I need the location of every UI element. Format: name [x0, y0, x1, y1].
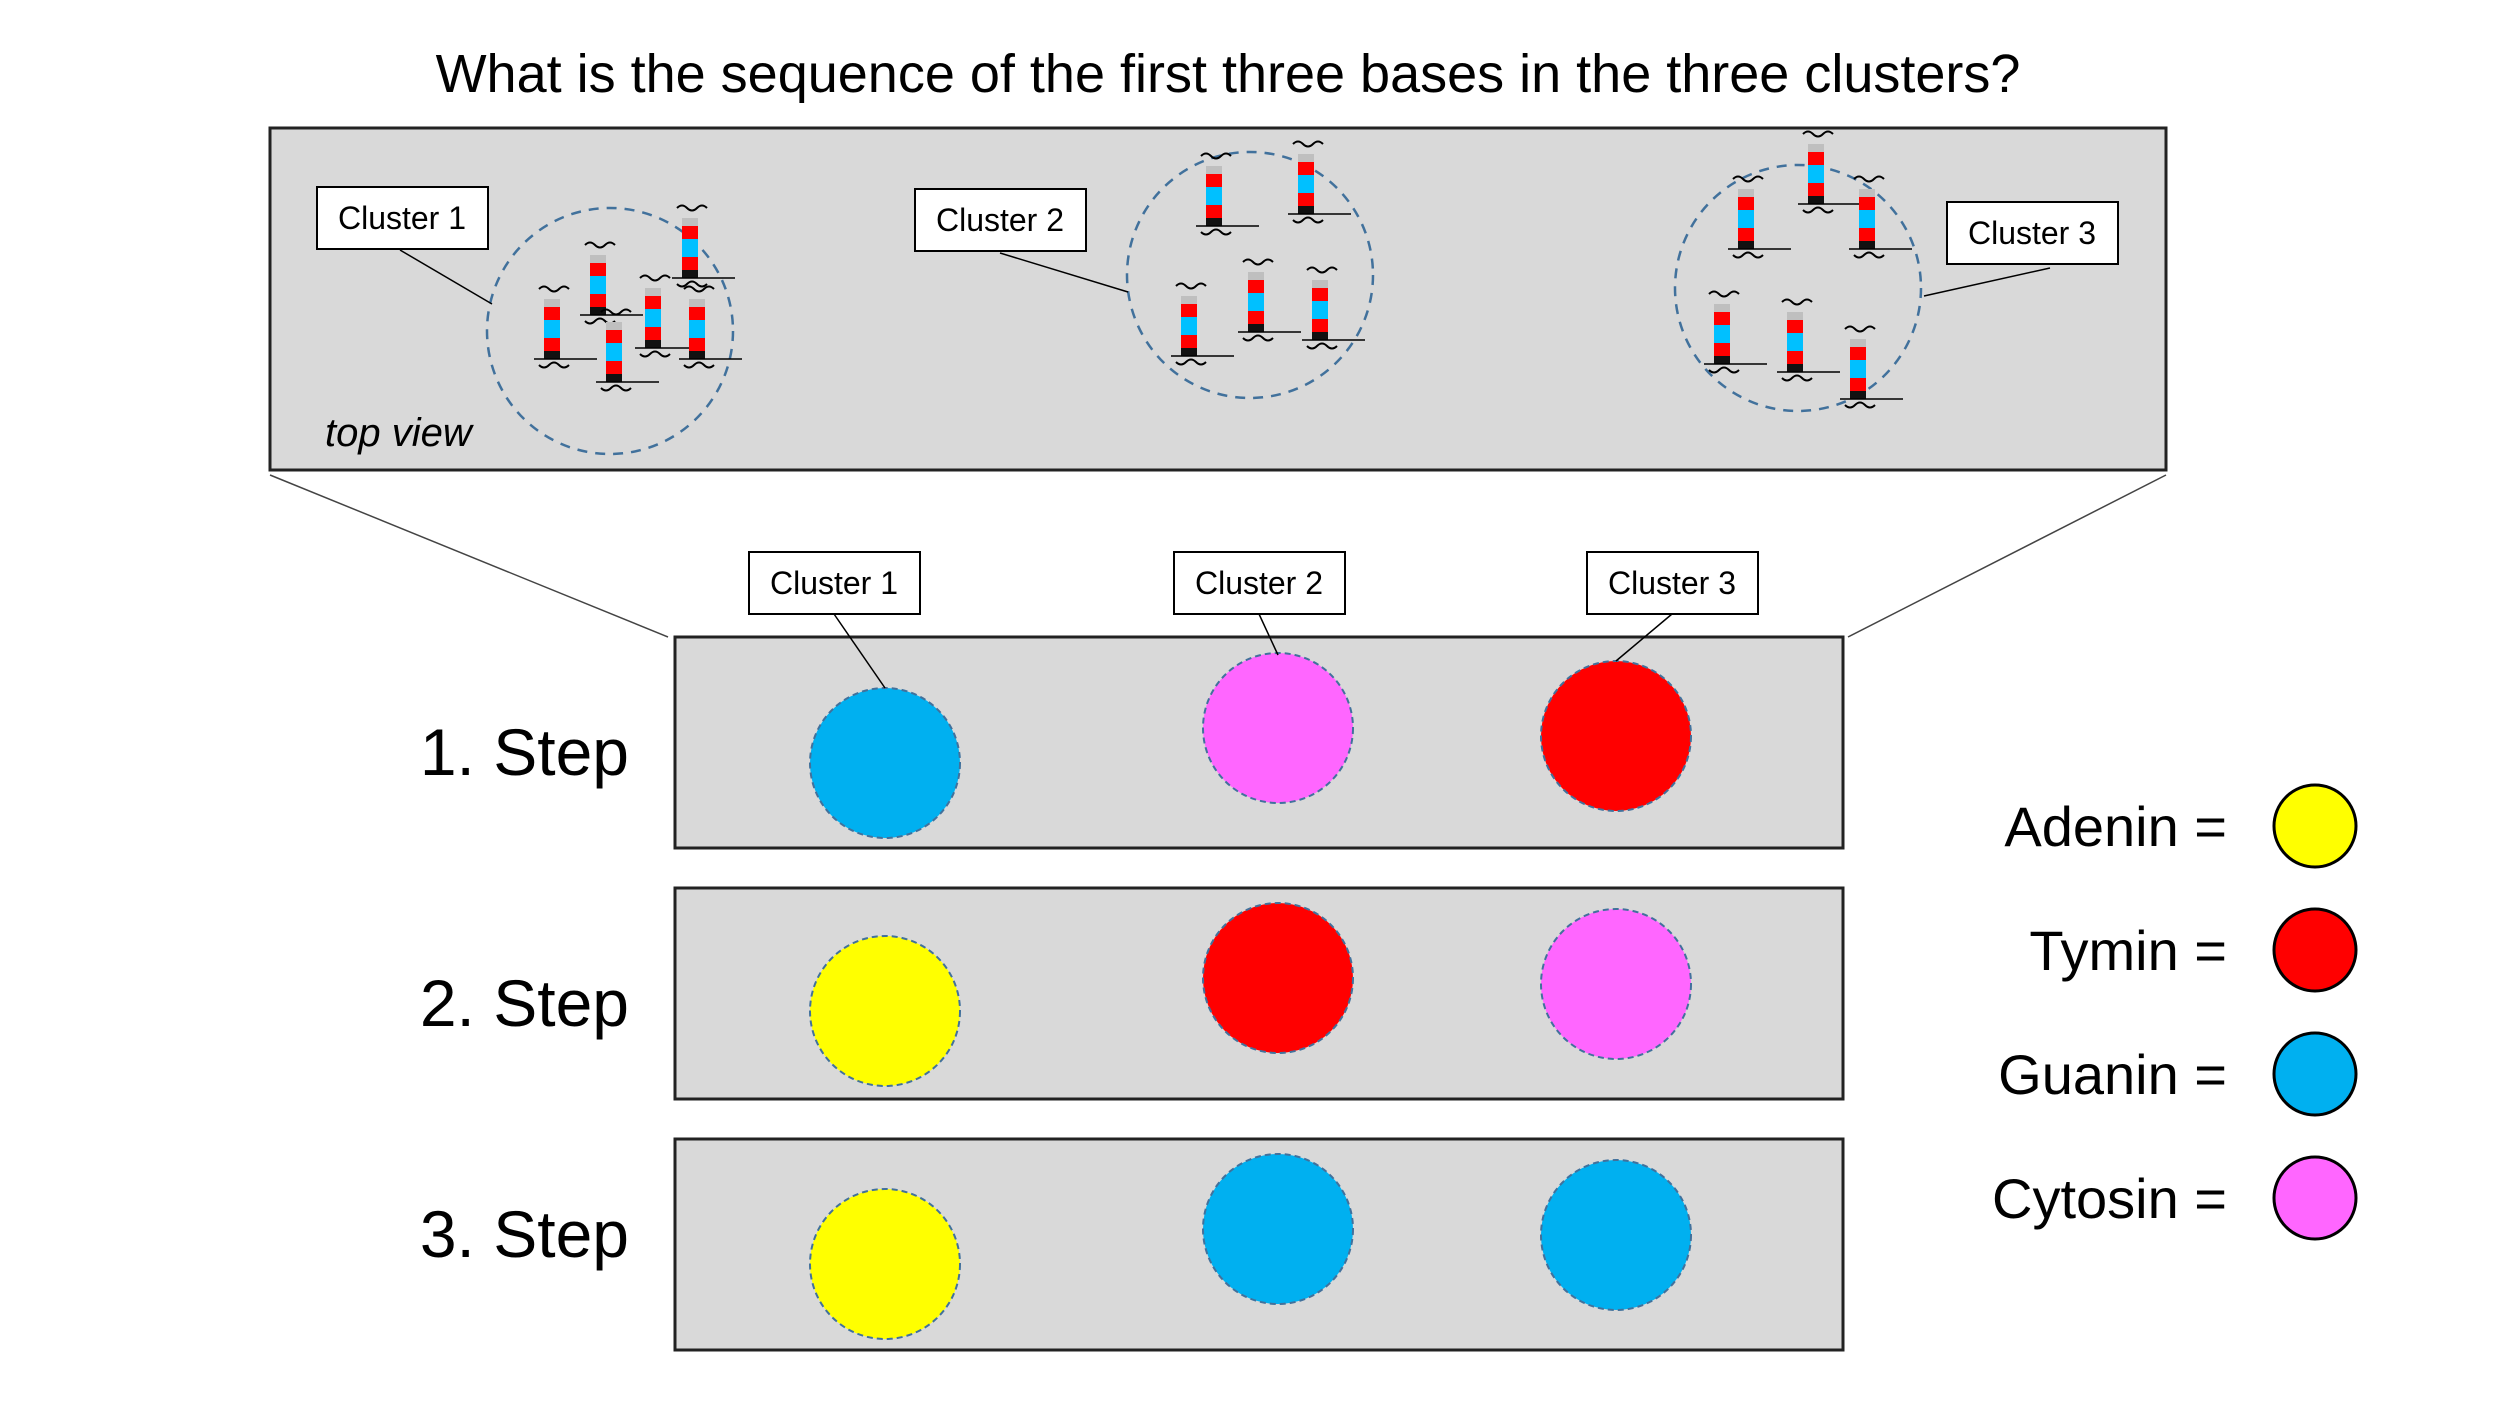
legend-label: Guanin =	[1998, 1043, 2227, 1106]
cluster-label: Cluster 1	[338, 200, 466, 236]
top-view-caption: top view	[325, 411, 475, 455]
cluster-label: Cluster 2	[936, 202, 1064, 238]
zoom-line-left	[269, 474, 669, 638]
legend-label: Cytosin =	[1992, 1167, 2227, 1230]
cluster-outline	[1125, 150, 1375, 400]
cluster-outline	[1673, 163, 1923, 413]
cluster-label-box	[1946, 201, 2119, 265]
cluster-signal-guanin	[809, 687, 961, 839]
cluster-label-box	[914, 188, 1087, 252]
dna-strand	[1798, 130, 1861, 214]
cluster-outline	[485, 206, 735, 456]
dna-strand	[679, 285, 742, 369]
dna-strand	[1840, 325, 1903, 409]
dna-strand	[534, 285, 597, 369]
dna-strand	[1728, 175, 1791, 259]
dna-strand	[1704, 290, 1767, 374]
cluster-signal-guanin	[1202, 1153, 1354, 1305]
step-1: 1. Step	[420, 635, 1845, 850]
legend-item-adenin: Adenin =	[2004, 783, 2358, 869]
cluster-signal-adenin	[809, 1188, 961, 1340]
legend-swatch	[2272, 1155, 2358, 1241]
dna-strand	[1171, 282, 1234, 366]
cluster-label: Cluster 2	[1195, 565, 1323, 601]
label-leader-line	[1923, 267, 2051, 297]
legend-swatch	[2272, 1031, 2358, 1117]
flow-cell-cluster-labels: Cluster 1 Cluster 2 Cluster 3	[748, 551, 1759, 689]
label-leader-line	[1615, 613, 1673, 662]
legend: Adenin = Tymin = Guanin = Cytosin =	[1992, 783, 2358, 1241]
cluster-signal-cytosin	[1202, 652, 1354, 804]
dna-strand	[580, 241, 643, 325]
cluster-signal-tymin	[1202, 902, 1354, 1054]
top-cluster-2: Cluster 2	[914, 140, 1375, 400]
label-leader-line	[833, 613, 886, 689]
cluster-label-box	[1173, 551, 1346, 615]
question-title: What is the sequence of the first three …	[436, 44, 2021, 104]
legend-label: Tymin =	[2029, 919, 2227, 982]
dna-strand	[1238, 258, 1301, 342]
zoom-line-right	[1847, 474, 2167, 638]
label-leader-line	[1258, 613, 1279, 656]
cluster-signal-guanin	[1540, 1159, 1692, 1311]
cluster-label: Cluster 3	[1608, 565, 1736, 601]
top-view-clusters: Cluster 1 Cluster 2 Cluster 3	[316, 130, 2119, 456]
cluster-label-box	[1586, 551, 1759, 615]
legend-swatch	[2272, 907, 2358, 993]
step-3: 3. Step	[420, 1137, 1845, 1352]
label-leader-line	[399, 249, 493, 305]
dna-strand	[1196, 152, 1259, 236]
step-panels: 1. Step 2. Step 3. Step	[420, 635, 1845, 1352]
legend-swatch	[2272, 783, 2358, 869]
legend-item-guanin: Guanin =	[1998, 1031, 2358, 1117]
cluster-label-box	[748, 551, 921, 615]
label-leader-line	[999, 252, 1129, 293]
top-cluster-1: Cluster 1	[316, 186, 742, 456]
cluster-signal-cytosin	[1540, 908, 1692, 1060]
dna-strand	[1288, 140, 1351, 224]
cluster-label: Cluster 1	[770, 565, 898, 601]
top-cluster-3: Cluster 3	[1673, 130, 2119, 413]
dna-strand	[1849, 175, 1912, 259]
step-2: 2. Step	[420, 886, 1845, 1101]
cluster-label-box	[316, 186, 489, 250]
dna-strand	[596, 308, 659, 392]
legend-label: Adenin =	[2004, 795, 2227, 858]
cluster-signal-adenin	[809, 935, 961, 1087]
dna-strand	[635, 274, 698, 358]
step-label: 2. Step	[420, 966, 629, 1040]
step-label: 3. Step	[420, 1197, 629, 1271]
legend-item-tymin: Tymin =	[2029, 907, 2358, 993]
cluster-label: Cluster 3	[1968, 215, 2096, 251]
dna-strand	[1777, 298, 1840, 382]
legend-item-cytosin: Cytosin =	[1992, 1155, 2358, 1241]
dna-strand	[672, 204, 735, 288]
step-label: 1. Step	[420, 715, 629, 789]
cluster-signal-tymin	[1540, 660, 1692, 812]
dna-strand	[1302, 266, 1365, 350]
